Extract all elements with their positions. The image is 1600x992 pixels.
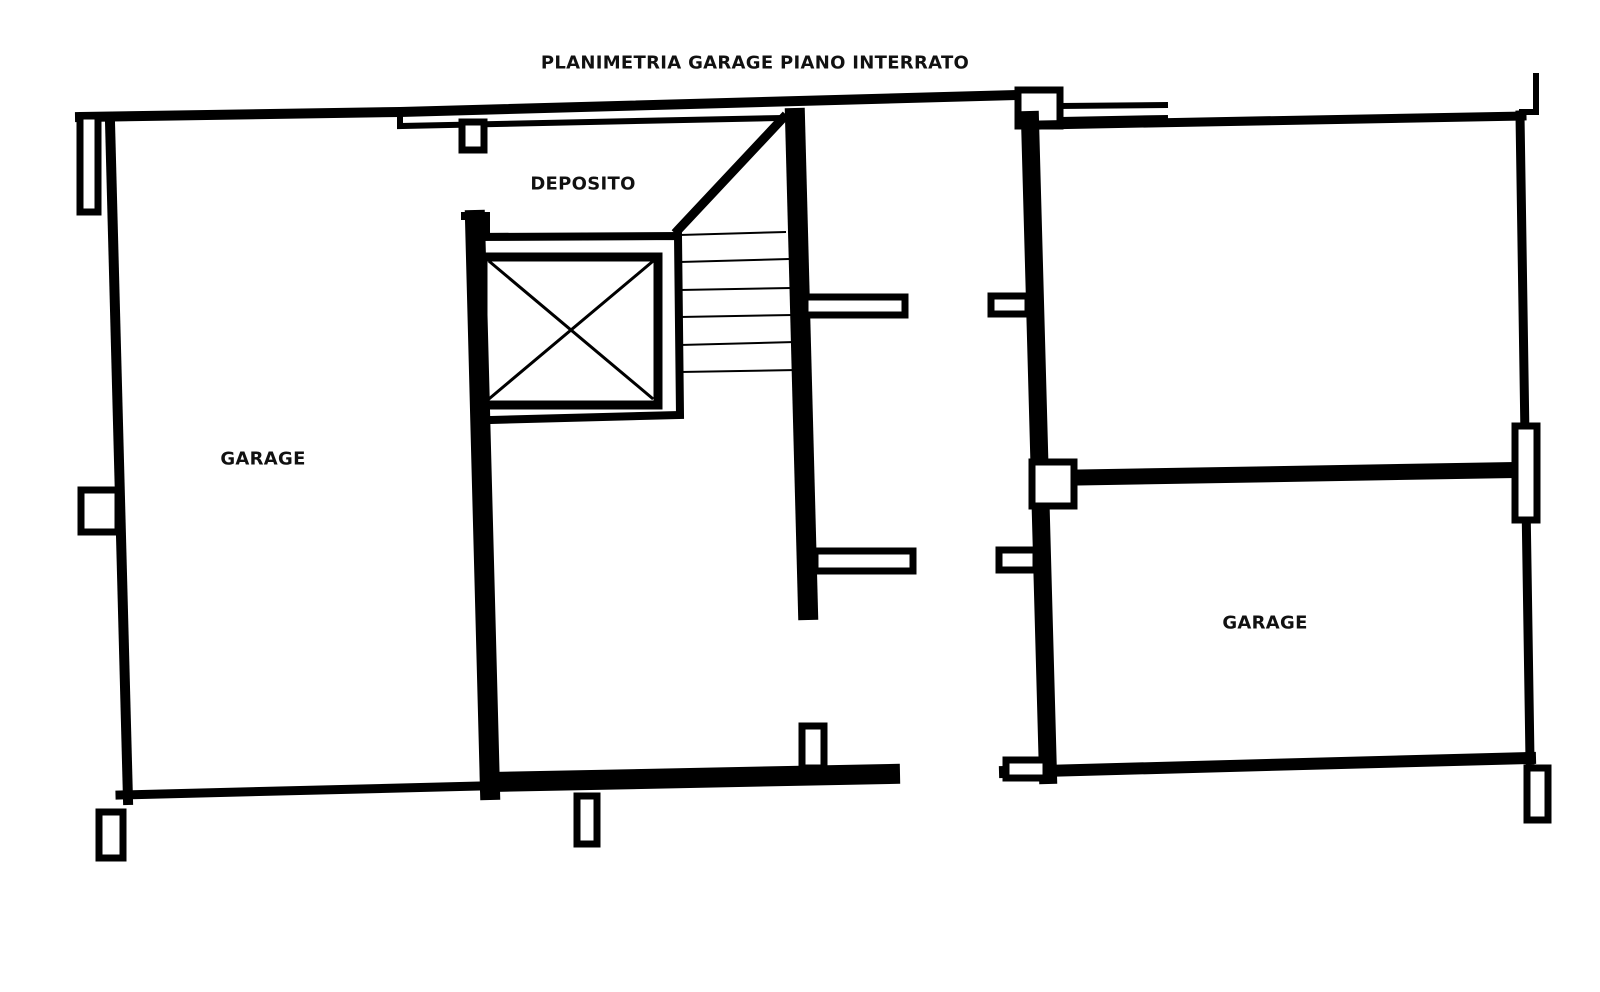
plan-title: PLANIMETRIA GARAGE PIANO INTERRATO: [540, 52, 970, 74]
corridor-walls: [479, 107, 917, 848]
elevator-shaft: [478, 252, 663, 410]
room-label-garage-left: GARAGE: [220, 448, 306, 470]
stairs: [678, 230, 798, 374]
room-label-garage-right: GARAGE: [1222, 612, 1308, 634]
outer-walls: [74, 86, 1169, 862]
right-walls: [987, 73, 1552, 824]
room-label-deposito: DEPOSITO: [530, 173, 636, 195]
deposito-walls: [461, 111, 790, 801]
